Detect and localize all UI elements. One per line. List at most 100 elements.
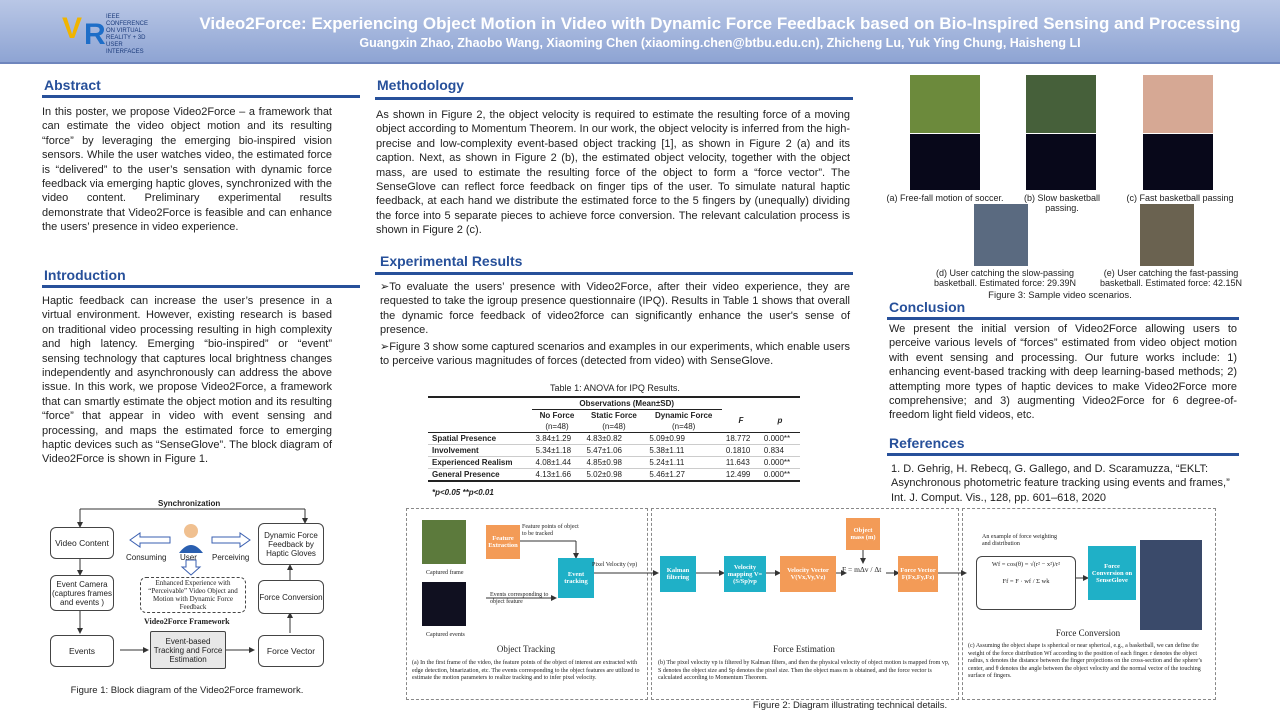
pixel-velocity-label: Pixel Velocity (vp)	[592, 562, 638, 568]
events-box: Events	[50, 635, 114, 667]
captured-events-image	[422, 582, 466, 626]
perceiving-label: Perceiving	[212, 553, 250, 562]
dynamic-force-box: Dynamic Force Feedback by Haptic Gloves	[258, 523, 324, 565]
force-example-label: An example of force weighting and distri…	[982, 534, 1057, 547]
object-tracking-note: (a) In the first frame of the video, the…	[412, 660, 640, 681]
force-vector-box: Force Vector F(Fx,Fy,Fz)	[898, 556, 938, 592]
results-title: Experimental Results	[380, 253, 523, 269]
object-tracking-title: Object Tracking	[496, 644, 556, 654]
consuming-label: Consuming	[126, 553, 167, 562]
divider	[375, 97, 853, 100]
force-conversion-title: Force Conversion	[1055, 628, 1121, 638]
bullet-arrow-icon: ➢	[380, 281, 390, 293]
figure-2-caption: Figure 2: Diagram illustrating technical…	[752, 700, 948, 711]
divider	[887, 317, 1239, 320]
captured-frame-label: Captured frame	[426, 570, 464, 576]
captured-frame-image	[422, 520, 466, 564]
fast-pass-frame-image	[1143, 75, 1213, 133]
introduction-title: Introduction	[44, 267, 126, 283]
methodology-text: As shown in Figure 2, the object velocit…	[376, 109, 850, 237]
n-label: (n=48)	[602, 422, 626, 431]
abstract-title: Abstract	[44, 77, 101, 93]
figure-3-caption: Figure 3: Sample video scenarios.	[988, 290, 1132, 301]
figure-2c-panel	[962, 508, 1216, 700]
force-estimation-title: Force Estimation	[773, 644, 835, 654]
figure-1: Synchronization Video Content Consuming …	[40, 495, 340, 675]
col-header: F	[738, 416, 744, 426]
results-bullet-2: ➢Figure 3 show some captured scenarios a…	[380, 341, 850, 368]
object-mass-box: Object mass (m)	[846, 518, 880, 550]
col-header: Dynamic Force	[654, 411, 713, 420]
events-corr-label: Events corresponding to object feature	[490, 592, 549, 605]
force-estimation-note: (b) The pixel velocity vp is filtered by…	[658, 660, 950, 681]
fig3-caption-a: (a) Free-fall motion of soccer.	[886, 193, 1004, 203]
n-label: (n=48)	[545, 422, 569, 431]
group-header: Observations (Mean±SD)	[531, 397, 722, 410]
event-tracking-box: Event tracking	[558, 558, 594, 598]
force-conversion-box: Force Conversion	[258, 580, 324, 614]
divider	[42, 285, 360, 288]
fig3-caption-c: (c) Fast basketball passing	[1126, 193, 1234, 203]
bullet-arrow-icon: ➢	[380, 341, 390, 353]
force-weight-formula-box: Wf = cos(θ) = √(r² − x²)/r² Ff = F · wf …	[976, 556, 1076, 610]
force-formula: F = mΔv / Δt	[842, 565, 882, 574]
conclusion-title: Conclusion	[889, 299, 966, 315]
force-conversion-sg-box: Force Conversion on SenseGlove	[1088, 546, 1136, 600]
fig3-caption-d: (d) User catching the slow-passing baske…	[933, 268, 1077, 288]
tracking-box: Event-based Tracking and Force Estimatio…	[150, 631, 226, 669]
force-conversion-note: (c) Assuming the object shape is spheric…	[968, 643, 1203, 679]
velocity-vector-box: Velocity Vector V(Vx,Vy,Vz)	[780, 556, 836, 592]
captured-events-label: Captured events	[426, 632, 465, 638]
figure-2a-panel	[406, 508, 648, 700]
table-footnote: *p<0.05 **p<0.01	[432, 488, 494, 497]
introduction-text: Haptic feedback can increase the user’s …	[42, 295, 332, 466]
video-content-box: Video Content	[50, 527, 114, 559]
references-title: References	[889, 435, 965, 451]
divider	[42, 95, 360, 98]
enhanced-experience-box: Enhanced Experience with “Perceivable” V…	[140, 577, 246, 613]
conclusion-text: We present the initial version of Video2…	[889, 323, 1237, 422]
col-header: No Force	[539, 411, 575, 420]
abstract-text: In this poster, we propose Video2Force –…	[42, 106, 332, 234]
figure-2b-panel	[651, 508, 959, 700]
feature-extraction-box: Feature Extraction	[486, 525, 520, 559]
fast-catch-image	[1140, 204, 1194, 266]
col-header: p	[777, 416, 783, 426]
fig3-caption-b: (b) Slow basketball passing.	[1023, 193, 1101, 213]
figure-2-arrows	[486, 540, 1089, 601]
soccer-frame-image	[910, 75, 980, 133]
n-label: (n=48)	[671, 422, 696, 431]
figure-1-caption: Figure 1: Block diagram of the Video2For…	[70, 685, 304, 696]
slow-pass-events-image	[1026, 134, 1096, 190]
divider	[375, 272, 853, 275]
sync-label: Synchronization	[158, 499, 221, 508]
feature-points-label: Feature points of object to be tracked	[522, 524, 579, 537]
results-bullet-1: ➢To evaluate the users’ presence with Vi…	[380, 281, 850, 337]
force-vector-box: Force Vector	[258, 635, 324, 667]
methodology-title: Methodology	[377, 77, 465, 93]
anova-table: Observations (Mean±SD) No Force Static F…	[428, 396, 800, 482]
table-1-caption: Table 1: ANOVA for IPQ Results.	[550, 383, 680, 393]
user-with-headset-image	[1140, 540, 1202, 630]
event-camera-box: Event Camera (captures frames and events…	[50, 575, 114, 611]
user-label: User	[180, 553, 197, 562]
framework-label: Video2Force Framework	[144, 617, 230, 626]
col-header: Static Force	[591, 411, 637, 420]
reference-1: 1. D. Gehrig, H. Rebecq, G. Gallego, and…	[891, 463, 1230, 504]
figure-1-arrows	[77, 508, 308, 653]
fast-pass-events-image	[1143, 134, 1213, 190]
poster-authors: Guangxin Zhao, Zhaobo Wang, Xiaoming Che…	[359, 36, 1081, 50]
poster-title: Video2Force: Experiencing Object Motion …	[199, 14, 1241, 33]
velocity-mapping-box: Velocity mapping V=(S/Sp)vp	[724, 556, 766, 592]
fig3-caption-e: (e) User catching the fast-passing baske…	[1099, 268, 1243, 288]
slow-pass-frame-image	[1026, 75, 1096, 133]
slow-catch-image	[974, 204, 1028, 266]
divider	[887, 453, 1239, 456]
soccer-events-image	[910, 134, 980, 190]
